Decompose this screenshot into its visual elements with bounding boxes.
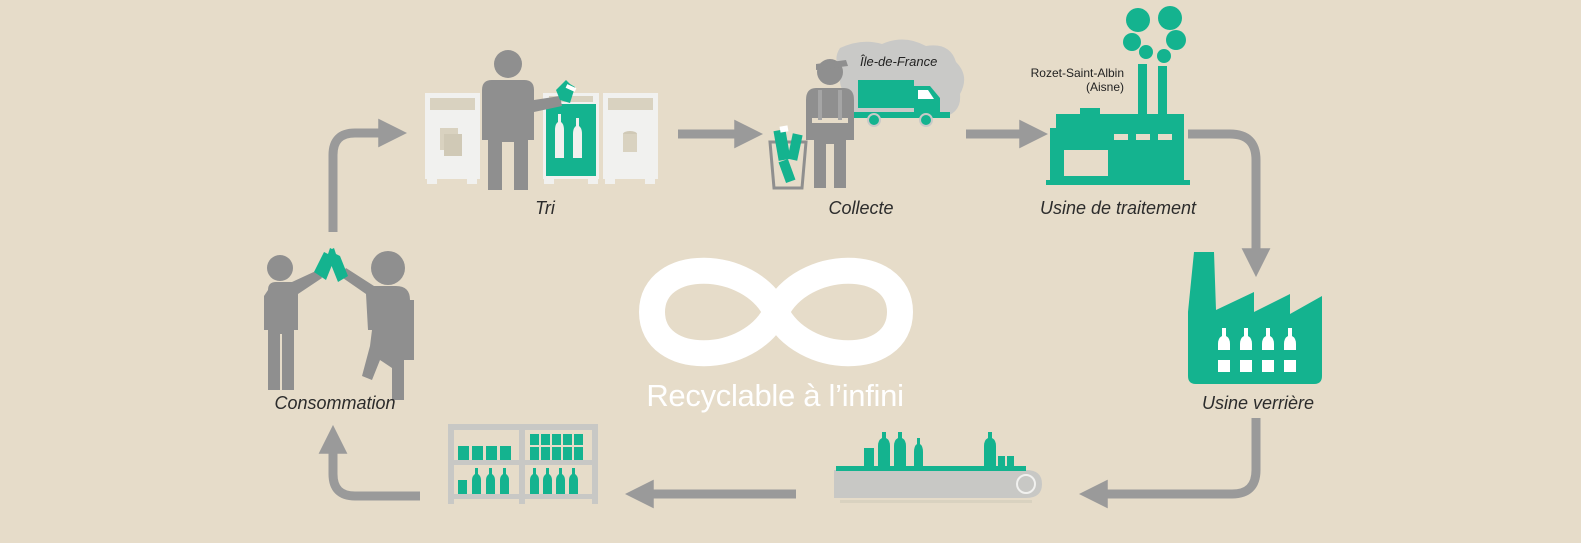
arrow-shelves-to-consommation xyxy=(318,424,420,501)
sorting-bins-icon xyxy=(425,50,658,190)
arrow-verriere-to-conveyor xyxy=(1078,418,1261,509)
collection-worker-icon xyxy=(768,39,965,190)
step-label-collecte: Collecte xyxy=(828,198,894,218)
cycle-arrows xyxy=(318,118,1271,509)
step-label-usine-traitement: Usine de traitement xyxy=(1039,198,1197,218)
plant-location-line2: (Aisne) xyxy=(1085,80,1124,94)
store-shelves-icon xyxy=(448,424,598,504)
plant-location-line1: Rozet-Saint-Albin xyxy=(1030,66,1124,80)
arrow-consommation-to-tri xyxy=(328,118,408,232)
glassworks-factory-icon xyxy=(1188,252,1322,384)
people-toasting-icon xyxy=(264,248,414,400)
center-tagline: Recyclable à l’infini xyxy=(646,378,904,413)
treatment-plant-icon xyxy=(1046,6,1190,185)
step-label-usine-verriere: Usine verrière xyxy=(1201,393,1315,413)
conveyor-belt-icon xyxy=(834,432,1042,503)
collecte-region-label: Île-de-France xyxy=(860,54,938,69)
infinity-icon xyxy=(638,257,914,367)
step-label-consommation: Consommation xyxy=(274,393,396,413)
step-label-tri: Tri xyxy=(535,198,555,218)
plant-location-label: Rozet-Saint-Albin (Aisne) xyxy=(1030,66,1124,94)
arrow-usine-to-verriere xyxy=(1188,129,1271,278)
